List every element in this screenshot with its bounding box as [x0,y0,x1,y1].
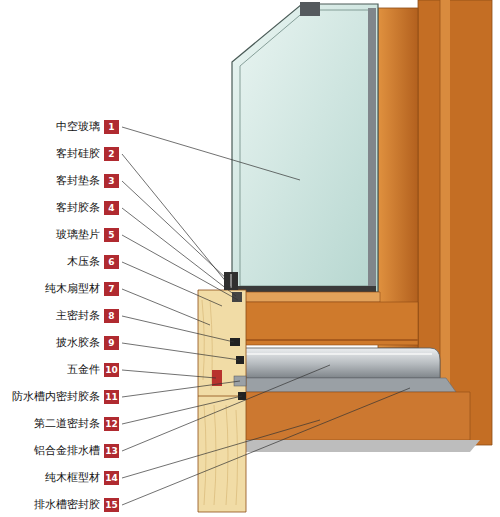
aluminium-drain [240,348,440,378]
callout-number: 3 [104,174,119,188]
wood-grain [202,300,238,505]
part-name: 五金件 [2,363,100,377]
frame-strip [440,0,450,400]
part-name: 排水槽密封胶 [2,498,100,512]
callout-number: 12 [104,417,119,431]
part-name: 客封硅胶 [2,147,100,161]
callout-number: 1 [104,120,119,134]
sash-side [378,8,418,348]
callout-number: 5 [104,228,119,242]
callout-number: 2 [104,147,119,161]
callout-number: 11 [104,390,119,404]
setting-block [232,292,242,302]
glass-spacer [368,8,376,290]
part-name: 纯木扇型材 [2,282,100,296]
silicone-strip [226,286,376,292]
part-name: 第二道密封条 [2,417,100,431]
drain-highlight [246,353,432,355]
callout-number: 13 [104,444,119,458]
part-name: 防水槽内密封胶条 [2,390,100,404]
glass-top-spacer [300,2,320,16]
glass-inner-pane [240,10,372,286]
clip-line [231,274,232,288]
callout-number: 9 [104,336,119,350]
callout-number: 6 [104,255,119,269]
part-name: 客封垫条 [2,174,100,188]
main-seal [230,338,240,346]
part-name: 主密封条 [2,309,100,323]
callout-number: 14 [104,471,119,485]
leader-lines [122,127,410,505]
floor-shadow [216,440,480,452]
part-name: 中空玻璃 [2,120,100,134]
callout-number: 8 [104,309,119,323]
callout-number: 4 [104,201,119,215]
part-name: 木压条 [2,255,100,269]
callout-number: 15 [104,498,119,512]
part-name: 铝合金排水槽 [2,444,100,458]
part-name: 玻璃垫片 [2,228,100,242]
frame-groove [440,0,441,400]
callout-number: 10 [104,363,119,377]
insulated-glass [232,4,378,292]
part-name: 客封胶条 [2,201,100,215]
glazing-bead [216,292,380,302]
part-name: 纯木框型材 [2,471,100,485]
frame-rail [216,392,470,440]
callout-number: 7 [104,282,119,296]
part-name: 披水胶条 [2,336,100,350]
